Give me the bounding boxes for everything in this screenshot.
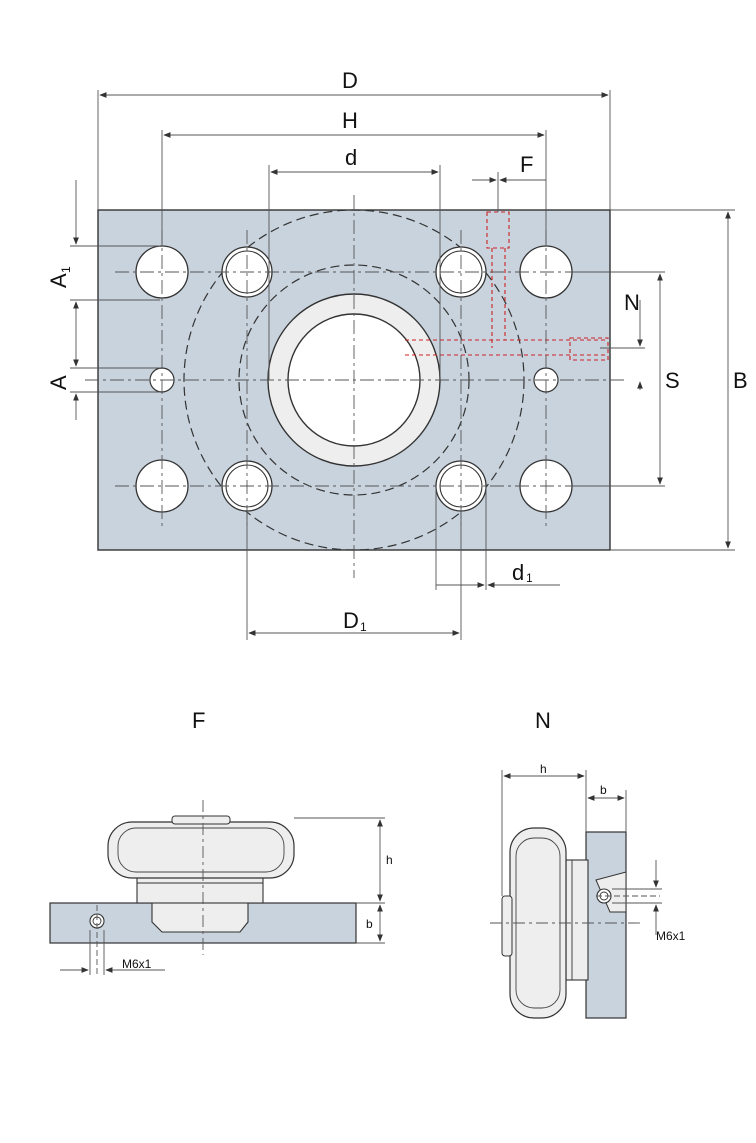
view-F-h-label: h — [386, 853, 393, 867]
view-N-b-label: b — [600, 783, 607, 797]
view-F-thread-label: M6x1 — [122, 957, 152, 971]
label-B: B — [733, 368, 748, 393]
view-F-b-label: b — [366, 917, 373, 931]
svg-text:1: 1 — [526, 571, 533, 585]
view-F-neck — [151, 902, 249, 933]
label-d: d — [345, 145, 357, 170]
label-S: S — [665, 368, 680, 393]
view-N-thread-label: M6x1 — [656, 929, 686, 943]
svg-text:d: d — [512, 560, 524, 585]
view-N-plate — [585, 831, 627, 1019]
hidden-port-lines — [405, 211, 609, 361]
view-N-neck — [565, 859, 589, 981]
svg-text:1: 1 — [59, 266, 73, 273]
view-F-wheel — [107, 821, 295, 879]
label-A1: A 1 — [46, 266, 73, 288]
label-N: N — [624, 290, 640, 315]
svg-text:D: D — [343, 608, 359, 633]
view-N-h-label: h — [540, 762, 547, 776]
svg-text:1: 1 — [360, 620, 367, 634]
svg-text:A: A — [46, 273, 71, 288]
view-N: N h b M6x1 — [490, 708, 686, 1019]
view-F-title: F — [192, 708, 205, 733]
label-D: D — [342, 68, 358, 93]
top-view: D H d F A 1 A N S B d 1 D 1 — [46, 68, 748, 640]
label-A: A — [46, 375, 71, 390]
label-d1: d 1 — [512, 560, 533, 585]
centerlines — [85, 195, 625, 578]
label-F: F — [520, 152, 533, 177]
view-F-hub — [136, 876, 264, 904]
dimension-lines — [70, 90, 735, 640]
view-N-title: N — [535, 708, 551, 733]
view-F: F h b M6x1 — [49, 708, 393, 975]
label-H: H — [342, 108, 358, 133]
label-D1: D 1 — [343, 608, 367, 634]
svg-text:A: A — [46, 375, 71, 390]
